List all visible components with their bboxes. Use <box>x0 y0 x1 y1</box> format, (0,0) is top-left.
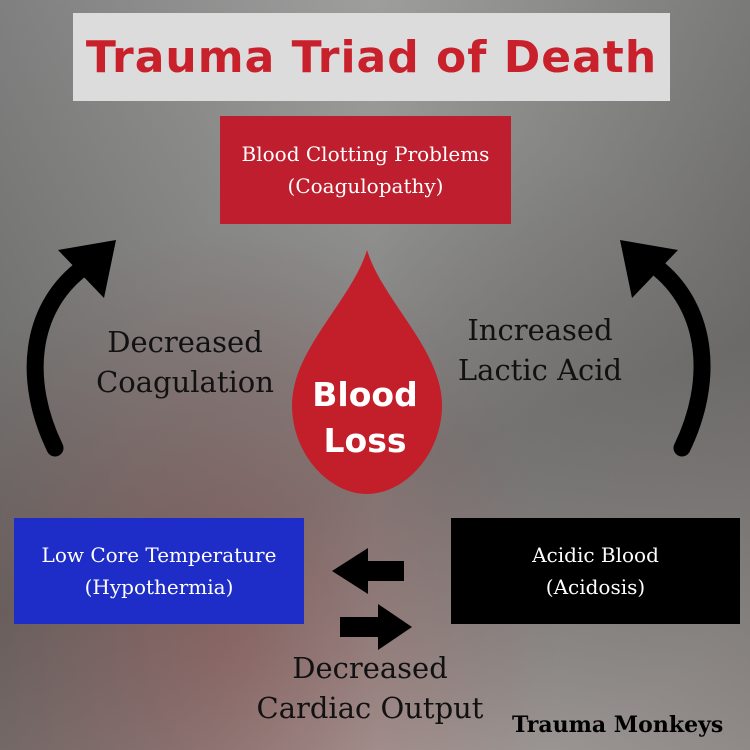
node-acidosis-line2: (Acidosis) <box>545 575 646 599</box>
node-hypothermia-line1: Low Core Temperature <box>41 543 277 567</box>
edge-label-bottom-line2: Cardiac Output <box>256 691 484 725</box>
center-label-line1: Blood <box>312 375 418 414</box>
node-hypothermia-line2: (Hypothermia) <box>84 575 234 599</box>
node-hypothermia: Low Core Temperature (Hypothermia) <box>14 518 304 624</box>
arrow-right-icon <box>340 604 412 650</box>
edge-label-bottom-line1: Decreased <box>292 651 448 685</box>
node-acidosis-line1: Acidic Blood <box>532 543 659 567</box>
arrow-left-icon <box>332 548 404 594</box>
edge-label-right-line1: Increased <box>467 313 613 347</box>
node-coagulopathy-line1: Blood Clotting Problems <box>241 142 490 166</box>
node-coagulopathy-line2: (Coagulopathy) <box>287 174 444 198</box>
edge-label-left-line2: Coagulation <box>96 365 274 399</box>
title-banner: Trauma Triad of Death <box>73 13 670 101</box>
node-coagulopathy: Blood Clotting Problems (Coagulopathy) <box>220 116 511 224</box>
edge-label-bottom: Decreased Cardiac Output <box>240 648 500 728</box>
curved-arrow-up-icon <box>620 240 711 457</box>
edge-label-right-line2: Lactic Acid <box>457 353 623 387</box>
center-label: Blood Loss <box>290 372 440 464</box>
edge-label-left-line1: Decreased <box>107 325 263 359</box>
brand-logo-text: Trauma Monkeys <box>512 712 724 738</box>
curved-arrow-up-icon <box>26 240 116 457</box>
edge-label-right: Increased Lactic Acid <box>440 310 640 390</box>
node-acidosis: Acidic Blood (Acidosis) <box>451 518 740 624</box>
edge-label-left: Decreased Coagulation <box>80 322 290 402</box>
page-title: Trauma Triad of Death <box>85 31 658 83</box>
center-label-line2: Loss <box>323 421 407 460</box>
blood-drop-icon <box>292 250 442 494</box>
